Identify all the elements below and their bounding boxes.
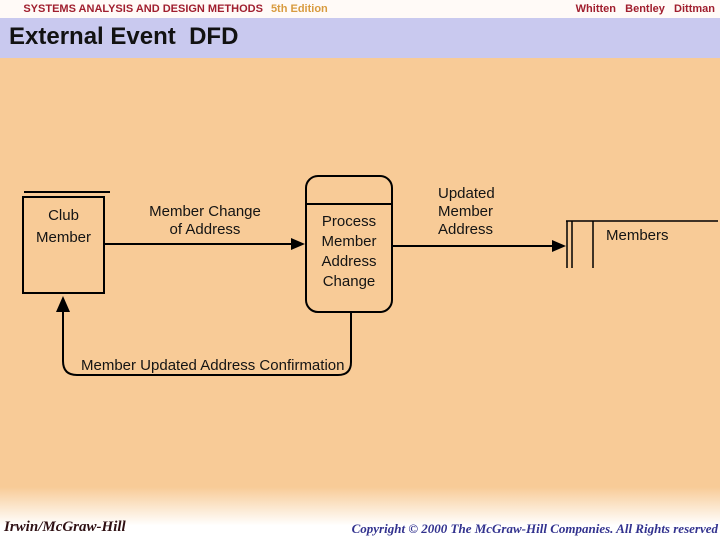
header-bar: SYSTEMS ANALYSIS AND DESIGN METHODS 5th E… bbox=[0, 0, 720, 18]
process-label-line: Address bbox=[321, 253, 377, 270]
copyright-label: Copyright © 2000 The McGraw-Hill Compani… bbox=[351, 521, 718, 536]
entity-label-line: Club bbox=[48, 207, 79, 224]
process-member-address-change: Process Member Address Change bbox=[305, 175, 393, 313]
return-flow-path bbox=[62, 310, 352, 376]
process-label-line: Process bbox=[321, 213, 377, 230]
slide-background bbox=[0, 58, 720, 540]
flow-label-line: Member bbox=[438, 203, 494, 220]
flow-label-member-change: Member Change of Address bbox=[127, 203, 283, 239]
return-flow-arrowhead bbox=[56, 296, 70, 312]
external-entity-club-member: Club Member bbox=[22, 196, 105, 294]
book-title: SYSTEMS ANALYSIS AND DESIGN METHODS bbox=[23, 3, 263, 15]
flow-label-line: Updated bbox=[438, 185, 495, 202]
flow-label-line: Address bbox=[438, 221, 494, 238]
slide-title: External Event DFD bbox=[9, 23, 239, 50]
edition-label: 5th Edition bbox=[270, 3, 328, 15]
entity-label-line: Member bbox=[35, 229, 91, 246]
flow-label-line: of Address bbox=[169, 221, 241, 238]
slide-title-band: External Event DFD bbox=[0, 18, 720, 58]
flow-label-line: Member Change bbox=[149, 203, 261, 220]
process-label-line: Member bbox=[321, 233, 377, 250]
publisher-label: Irwin/McGraw-Hill bbox=[4, 519, 126, 535]
flow-member-change-arrowhead bbox=[291, 238, 305, 250]
header-left: SYSTEMS ANALYSIS AND DESIGN METHODS 5th E… bbox=[5, 0, 328, 27]
process-id-divider bbox=[307, 177, 391, 205]
flow-label-confirmation: Member Updated Address Confirmation bbox=[81, 357, 345, 374]
flow-updated-address-arrowhead bbox=[552, 240, 566, 252]
authors-label: Whitten Bentley Dittman bbox=[575, 3, 715, 15]
process-name-text: Process Member Address Change bbox=[307, 205, 391, 292]
process-label-line: Change bbox=[322, 273, 376, 290]
flow-label-updated-member-address: Updated Member Address bbox=[438, 185, 495, 239]
datastore-label-members: Members bbox=[606, 227, 669, 244]
